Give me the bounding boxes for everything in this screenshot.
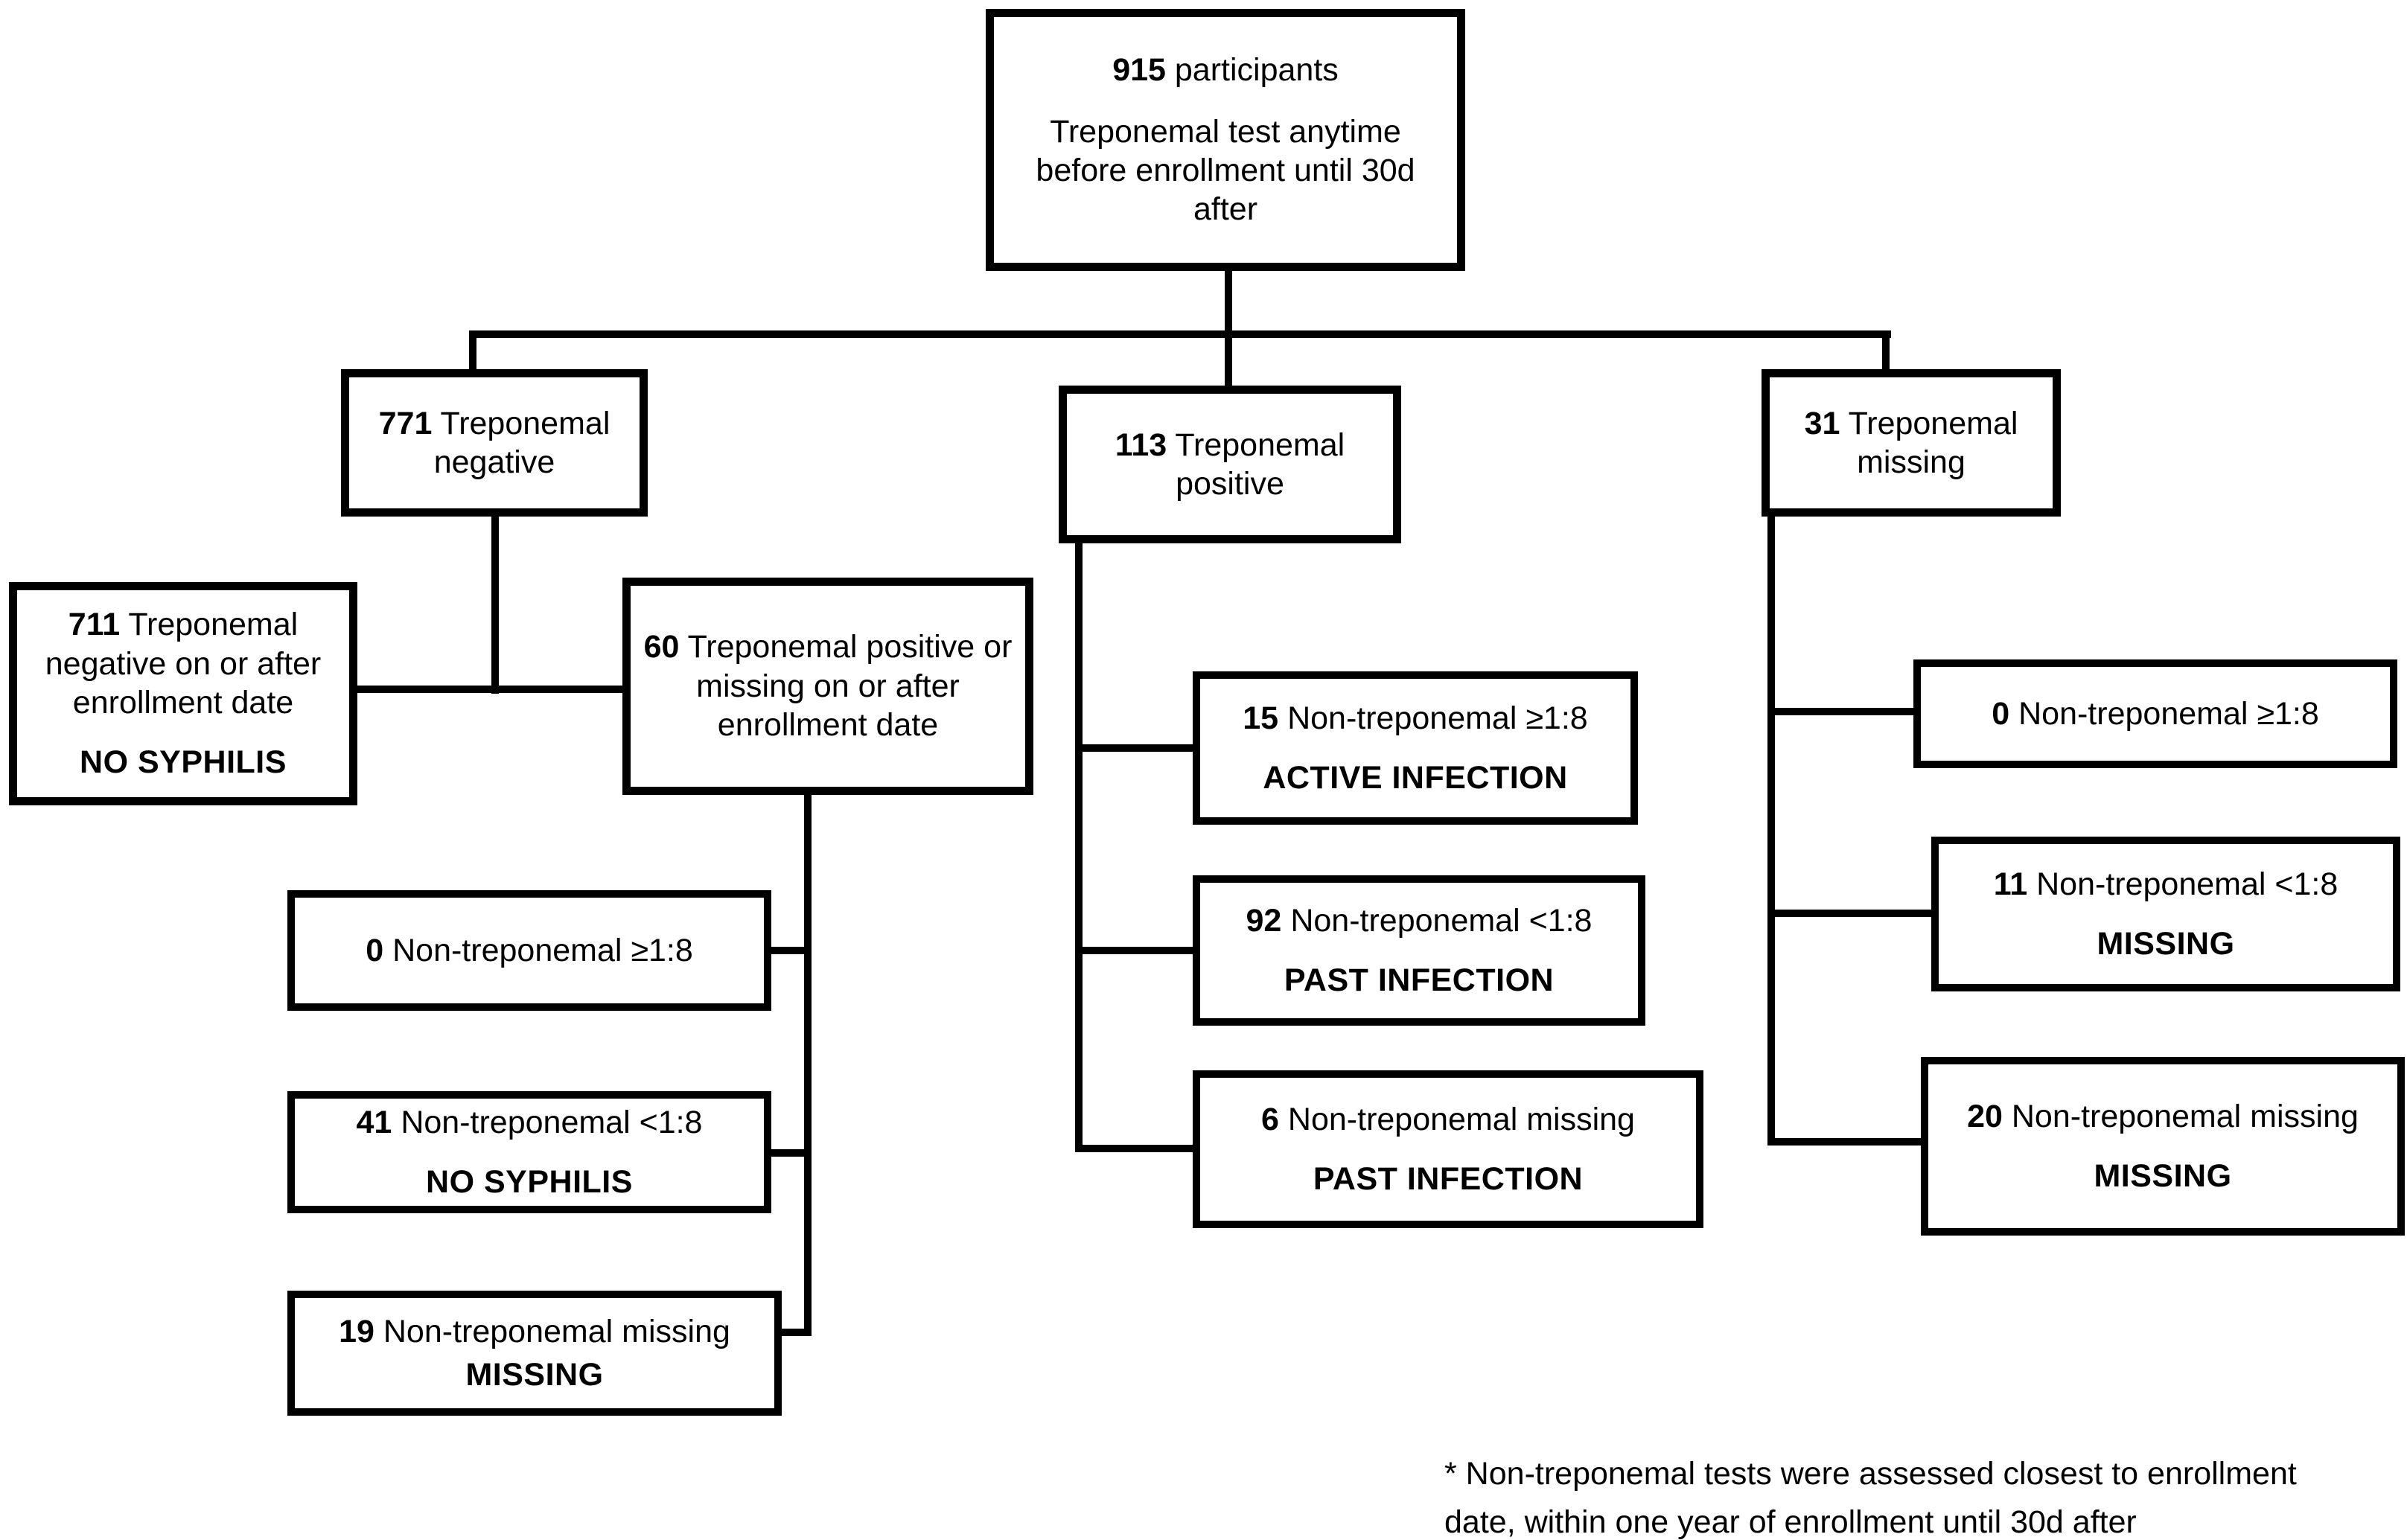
connector-stub-mis-high xyxy=(1775,708,1916,715)
count-value: 92 xyxy=(1246,902,1282,939)
box-31-treponemal-missing: 31 Treponemal missing xyxy=(1762,369,2061,517)
footnote: * Non-treponemal tests were assessed clo… xyxy=(1444,1450,2407,1540)
box-20-missing: 20 Non-treponemal missing MISSING xyxy=(1921,1057,2405,1236)
count-value: 915 xyxy=(1112,52,1166,89)
count-value: 41 xyxy=(356,1104,392,1140)
connector-branch-spine xyxy=(469,330,1891,338)
classification-label: MISSING xyxy=(465,1357,604,1393)
count-value: 6 xyxy=(1261,1101,1279,1137)
count-value: 60 xyxy=(643,629,680,665)
count-value: 11 xyxy=(1993,866,2028,902)
connector-stub-pos-high xyxy=(1083,744,1196,752)
connector-stub-neg-high xyxy=(767,947,804,954)
label-text: Non-treponemal missing xyxy=(2011,1098,2359,1134)
box-0-nontreponemal-high-left: 0 Non-treponemal ≥1:8 xyxy=(287,890,771,1011)
classification-label: PAST INFECTION xyxy=(1284,962,1555,998)
label-text: Treponemal negative on or after enrollme… xyxy=(45,607,322,721)
classification-label: PAST INFECTION xyxy=(1313,1161,1584,1197)
box-label: 15 Non-treponemal ≥1:8 xyxy=(1243,699,1587,738)
box-15-active-infection: 15 Non-treponemal ≥1:8 ACTIVE INFECTION xyxy=(1193,671,1638,825)
label-text: Treponemal positive or missing on or aft… xyxy=(687,629,1013,744)
connector-stub-mis-missing xyxy=(1775,1138,1924,1146)
connector-negative-down xyxy=(491,512,499,694)
label-text: Non-treponemal <1:8 xyxy=(1290,902,1593,939)
box-label: 19 Non-treponemal missing xyxy=(339,1312,730,1351)
box-label: 113 Treponemal positive xyxy=(1074,426,1386,504)
connector-positive-down xyxy=(1075,540,1083,1152)
count-value: 113 xyxy=(1115,426,1167,463)
box-label: 6 Non-treponemal missing xyxy=(1261,1100,1635,1139)
connector-drop-missing xyxy=(1882,330,1890,374)
label-text: Non-treponemal <1:8 xyxy=(401,1104,703,1140)
classification-label: NO SYPHILIS xyxy=(80,744,287,781)
label-text: Non-treponemal missing xyxy=(1287,1101,1635,1137)
label-text: Treponemal missing xyxy=(1848,405,2018,480)
box-label: 771 Treponemal negative xyxy=(357,404,632,482)
box-60-positive-or-missing: 60 Treponemal positive or missing on or … xyxy=(622,578,1033,795)
label-text: Non-treponemal missing xyxy=(383,1313,730,1349)
box-label: 60 Treponemal positive or missing on or … xyxy=(638,627,1018,744)
box-label: 20 Non-treponemal missing xyxy=(1967,1097,2359,1136)
connector-stub-pos-low xyxy=(1083,947,1196,954)
label-text: Treponemal negative xyxy=(433,405,610,480)
box-113-treponemal-positive: 113 Treponemal positive xyxy=(1059,386,1401,543)
count-value: 771 xyxy=(378,405,433,441)
box-11-missing: 11 Non-treponemal <1:8 MISSING xyxy=(1931,837,2400,991)
connector-drop-positive xyxy=(1225,330,1232,392)
connector-root-down xyxy=(1225,269,1232,338)
box-label: 0 Non-treponemal ≥1:8 xyxy=(366,931,693,970)
box-711-no-syphilis: 711 Treponemal negative on or after enro… xyxy=(9,582,357,805)
label-text: participants xyxy=(1174,52,1339,89)
box-label: 92 Non-treponemal <1:8 xyxy=(1246,901,1593,940)
connector-stub-mis-low xyxy=(1775,910,1934,917)
label-text: Non-treponemal ≥1:8 xyxy=(392,932,693,968)
box-label: 915 participants xyxy=(1112,51,1339,89)
connector-stub-pos-missing xyxy=(1083,1145,1196,1152)
connector-stub-neg-low xyxy=(767,1149,804,1157)
count-value: 15 xyxy=(1243,700,1279,736)
classification-label: ACTIVE INFECTION xyxy=(1263,760,1568,796)
box-0-nontreponemal-high-right: 0 Non-treponemal ≥1:8 xyxy=(1913,659,2397,768)
connector-711-60 xyxy=(353,686,627,693)
connector-drop-negative xyxy=(469,330,476,374)
box-41-no-syphilis: 41 Non-treponemal <1:8 NO SYPHILIS xyxy=(287,1091,771,1213)
box-6-past-infection: 6 Non-treponemal missing PAST INFECTION xyxy=(1193,1070,1703,1228)
count-value: 0 xyxy=(366,932,384,968)
box-label: 711 Treponemal negative on or after enro… xyxy=(25,605,342,722)
label-text: Non-treponemal <1:8 xyxy=(2036,866,2339,902)
connector-missing-down xyxy=(1767,512,1775,1146)
box-92-past-infection: 92 Non-treponemal <1:8 PAST INFECTION xyxy=(1193,875,1645,1026)
classification-label: MISSING xyxy=(2097,926,2235,962)
count-value: 711 xyxy=(68,607,121,643)
connector-stub-neg-missing xyxy=(777,1329,804,1336)
box-label: 11 Non-treponemal <1:8 xyxy=(1994,865,2339,904)
box-label: 31 Treponemal missing xyxy=(1777,404,2045,482)
classification-label: NO SYPHILIS xyxy=(426,1164,633,1200)
count-value: 31 xyxy=(1804,405,1840,441)
box-915-participants: 915 participants Treponemal test anytime… xyxy=(986,9,1465,271)
box-label: 0 Non-treponemal ≥1:8 xyxy=(1992,694,2319,733)
box-771-treponemal-negative: 771 Treponemal negative xyxy=(341,369,648,517)
footnote-line-2: date, within one year of enrollment unti… xyxy=(1444,1504,2137,1540)
box-19-missing: 19 Non-treponemal missing MISSING xyxy=(287,1291,782,1416)
label-text: Non-treponemal ≥1:8 xyxy=(1287,700,1588,736)
label-text: Treponemal positive xyxy=(1175,426,1345,502)
label-text: Non-treponemal ≥1:8 xyxy=(2018,695,2319,732)
box-description: Treponemal test anytime before enrollmen… xyxy=(1036,113,1415,228)
box-label: 41 Non-treponemal <1:8 xyxy=(357,1103,703,1142)
classification-label: MISSING xyxy=(2094,1158,2232,1194)
count-value: 19 xyxy=(339,1313,374,1349)
count-value: 20 xyxy=(1967,1098,2003,1134)
connector-60-down xyxy=(804,790,812,1336)
count-value: 0 xyxy=(1992,695,2010,732)
footnote-line-1: * Non-treponemal tests were assessed clo… xyxy=(1444,1456,2297,1492)
